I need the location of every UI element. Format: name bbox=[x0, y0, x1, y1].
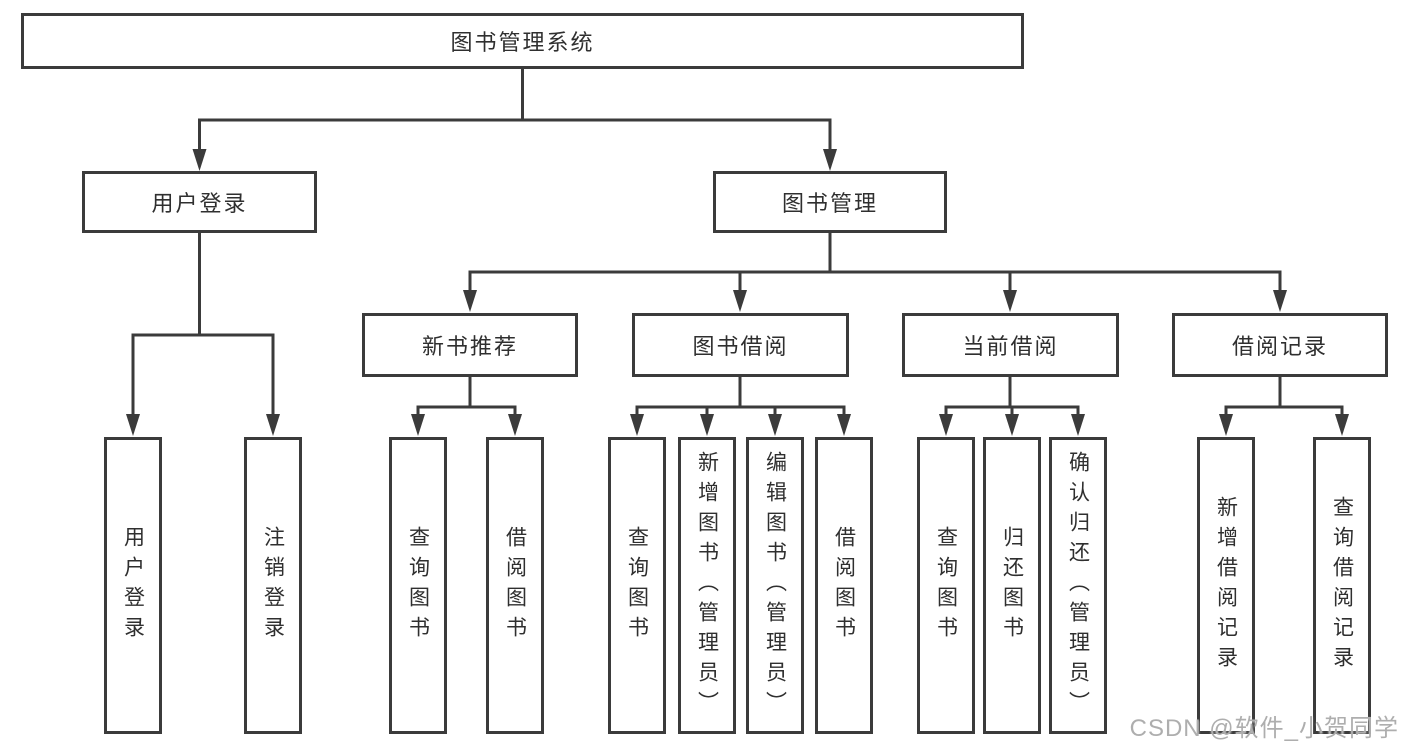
leaf-user-login-label: 用户登录 bbox=[121, 525, 145, 646]
node-root: 图书管理系统 bbox=[21, 13, 1024, 69]
leaf-add-borrow-record-label: 新增借阅记录 bbox=[1214, 495, 1238, 676]
node-new-book-recommend-label: 新书推荐 bbox=[421, 334, 518, 359]
node-root-label: 图书管理系统 bbox=[450, 30, 595, 55]
leaf-edit-book-admin: 编辑图书（管理员） bbox=[746, 437, 804, 734]
leaf-logout: 注销登录 bbox=[244, 437, 302, 734]
node-new-book-recommend: 新书推荐 bbox=[362, 313, 578, 377]
leaf-return-book: 归还图书 bbox=[983, 437, 1041, 734]
connector-stems bbox=[131, 69, 1344, 418]
node-borrow-record-label: 借阅记录 bbox=[1231, 334, 1328, 359]
leaf-query-borrow-record-label: 查询借阅记录 bbox=[1330, 495, 1354, 676]
node-book-management: 图书管理 bbox=[713, 171, 947, 233]
leaf-query-current-book: 查询图书 bbox=[917, 437, 975, 734]
node-user-login-label: 用户登录 bbox=[151, 191, 248, 216]
leaf-confirm-return-admin: 确认归还（管理员） bbox=[1049, 437, 1107, 734]
arrowhead-icons bbox=[126, 149, 1349, 436]
node-book-borrow-label: 图书借阅 bbox=[692, 334, 789, 359]
leaf-query-book-label: 查询图书 bbox=[625, 525, 649, 646]
leaf-add-borrow-record: 新增借阅记录 bbox=[1197, 437, 1255, 734]
leaf-add-book-admin-label: 新增图书（管理员） bbox=[695, 450, 719, 721]
leaf-return-book-label: 归还图书 bbox=[1000, 525, 1024, 646]
leaf-borrow-book-label: 借阅图书 bbox=[832, 525, 856, 646]
leaf-borrow-book-recommend-label: 借阅图书 bbox=[503, 525, 527, 646]
leaf-borrow-book: 借阅图书 bbox=[815, 437, 873, 734]
leaf-query-book-recommend-label: 查询图书 bbox=[406, 525, 430, 646]
node-user-login: 用户登录 bbox=[82, 171, 317, 233]
leaf-query-borrow-record: 查询借阅记录 bbox=[1313, 437, 1371, 734]
leaf-confirm-return-admin-label: 确认归还（管理员） bbox=[1066, 450, 1090, 721]
node-borrow-record: 借阅记录 bbox=[1172, 313, 1388, 377]
leaf-query-book-recommend: 查询图书 bbox=[389, 437, 447, 734]
node-current-borrow-label: 当前借阅 bbox=[962, 334, 1059, 359]
leaf-logout-label: 注销登录 bbox=[261, 525, 285, 646]
leaf-edit-book-admin-label: 编辑图书（管理员） bbox=[763, 450, 787, 721]
leaf-query-book: 查询图书 bbox=[608, 437, 666, 734]
leaf-borrow-book-recommend: 借阅图书 bbox=[486, 437, 544, 734]
node-book-management-label: 图书管理 bbox=[781, 191, 878, 216]
leaf-user-login: 用户登录 bbox=[104, 437, 162, 734]
node-current-borrow: 当前借阅 bbox=[902, 313, 1119, 377]
leaf-query-current-book-label: 查询图书 bbox=[934, 525, 958, 646]
leaf-add-book-admin: 新增图书（管理员） bbox=[678, 437, 736, 734]
watermark: CSDN @软件_小贺同学 bbox=[1129, 715, 1399, 742]
node-book-borrow: 图书借阅 bbox=[632, 313, 849, 377]
